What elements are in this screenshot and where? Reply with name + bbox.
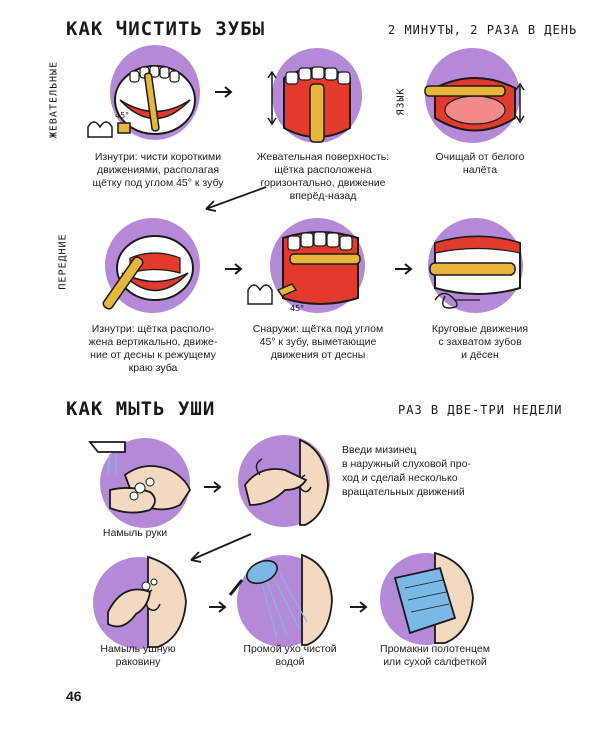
teeth-step-6-illustration (420, 218, 535, 318)
angle-label: 45° (115, 111, 129, 120)
tongue-icon (424, 77, 525, 132)
teeth-step-4-illustration (100, 218, 210, 318)
angle-label: 45° (290, 304, 304, 313)
teeth-step-1-illustration: 45° (80, 45, 210, 145)
ears-step-1-illustration (88, 430, 200, 530)
caption-line: Снаружи: щётка под углом (252, 323, 384, 335)
ears-step-1-caption: Намыль руки (80, 527, 190, 540)
caption-line: Введи мизинец (342, 444, 417, 456)
mouth-chewing-icon (267, 66, 351, 143)
arrow-right-icon (215, 86, 233, 98)
ears-step-2-caption: Введи мизинец в наружный слуховой про- х… (342, 443, 542, 499)
ears-frequency: раз в две-три недели (398, 403, 563, 417)
teeth-step-5-illustration: 45° (247, 218, 378, 318)
side-label-chewing-wrap: жевательные (44, 60, 64, 142)
arrow-right-icon (395, 263, 413, 275)
caption-line: Жевательная поверхность: (256, 151, 390, 163)
side-label-front: передние (57, 233, 69, 290)
caption-line: и дёсен (461, 349, 499, 361)
teeth-frequency: 2 минуты, 2 раза в день (388, 23, 578, 37)
caption-line: горизонтально, движение (260, 177, 386, 189)
mouth-outside-icon: 45° (247, 231, 361, 313)
caption-line: движениями, располагая (96, 164, 220, 176)
teeth-step-2-caption: Жевательная поверхность: щётка расположе… (243, 151, 403, 203)
caption-line: щётку под углом 45° к зубу (92, 177, 224, 189)
caption-line: движения от десны (270, 349, 366, 361)
teeth-step-3-illustration (420, 48, 530, 148)
side-label-front-wrap: передние (53, 228, 73, 298)
caption-line: вращательных движений (342, 486, 465, 498)
caption-line: вперёд-назад (289, 190, 357, 202)
caption-line: щётка расположена (274, 164, 372, 176)
soap-ear-icon (107, 555, 187, 648)
ears-step-5-caption: Промакни полотенцем или сухой салфеткой (365, 643, 505, 669)
mouth-front-inside-icon (102, 235, 194, 310)
teeth-step-5-caption: Снаружи: щётка под углом 45° к зубу, вым… (238, 323, 398, 362)
arrow-down-left-icon (205, 186, 267, 212)
teeth-step-4-caption: Изнутри: щётка располо- жена вертикально… (78, 323, 228, 375)
ears-section-title: Как мыть уши (66, 398, 216, 420)
teeth-step-1-caption: Изнутри: чисти короткими движениями, рас… (78, 151, 238, 190)
caption-line: налёта (462, 164, 498, 176)
caption-line: с захватом зубов (438, 336, 522, 348)
finger-in-ear-icon (244, 438, 329, 526)
teeth-step-6-caption: Круговые движения с захватом зубов и дёс… (415, 323, 545, 362)
caption-line: 45° к зубу, выметающие (259, 336, 377, 348)
teeth-step-2-illustration (262, 48, 372, 148)
caption-line: или сухой салфеткой (383, 656, 487, 668)
arrow-right-icon (204, 481, 222, 493)
caption-line: Изнутри: щётка располо- (91, 323, 215, 335)
ears-step-4-caption: Промой ухо чистой водой (225, 643, 355, 669)
side-label-tongue: язык (395, 87, 407, 116)
caption-line: краю зуба (128, 362, 178, 374)
arrow-down-left-icon (190, 533, 252, 563)
side-label-chewing: жевательные (48, 60, 60, 139)
caption-line: Промой ухо чистой (243, 643, 337, 655)
ears-step-3-caption: Намыль ушную раковину (78, 643, 198, 669)
caption-line: водой (275, 656, 305, 668)
ears-step-4-illustration (228, 550, 342, 650)
page-number: 46 (66, 688, 82, 704)
teeth-section-title: Как чистить зубы (66, 18, 266, 40)
caption-line: ние от десны к режущему (90, 349, 216, 361)
caption-line: Круговые движения (431, 323, 529, 335)
ears-step-5-illustration (375, 548, 485, 648)
caption-line: Намыль ушную (100, 643, 176, 655)
caption-line: ход и сделай несколько (342, 472, 458, 484)
towel-dry-icon (393, 551, 474, 644)
arrow-right-icon (225, 263, 243, 275)
caption-line: раковину (115, 656, 161, 668)
shower-rinse-icon (228, 553, 333, 646)
side-label-tongue-wrap: язык (391, 82, 411, 122)
arrow-right-icon (209, 601, 227, 613)
mouth-inside-icon: 45° (87, 65, 196, 138)
caption-line: Промакни полотенцем (380, 643, 490, 655)
teeth-step-3-caption: Очищай от белого налёта (425, 151, 535, 177)
ears-step-3-illustration (88, 552, 198, 652)
arrow-right-icon (350, 601, 368, 613)
circular-brushing-icon (429, 235, 521, 309)
caption-line: Очищай от белого (435, 151, 525, 163)
caption-line: Намыль руки (102, 527, 168, 539)
caption-line: в наружный слуховой про- (342, 458, 471, 470)
caption-line: Изнутри: чисти короткими (94, 151, 222, 163)
soap-hands-icon (88, 441, 192, 514)
ears-step-2-illustration (230, 430, 340, 530)
caption-line: жена вертикально, движе- (88, 336, 218, 348)
